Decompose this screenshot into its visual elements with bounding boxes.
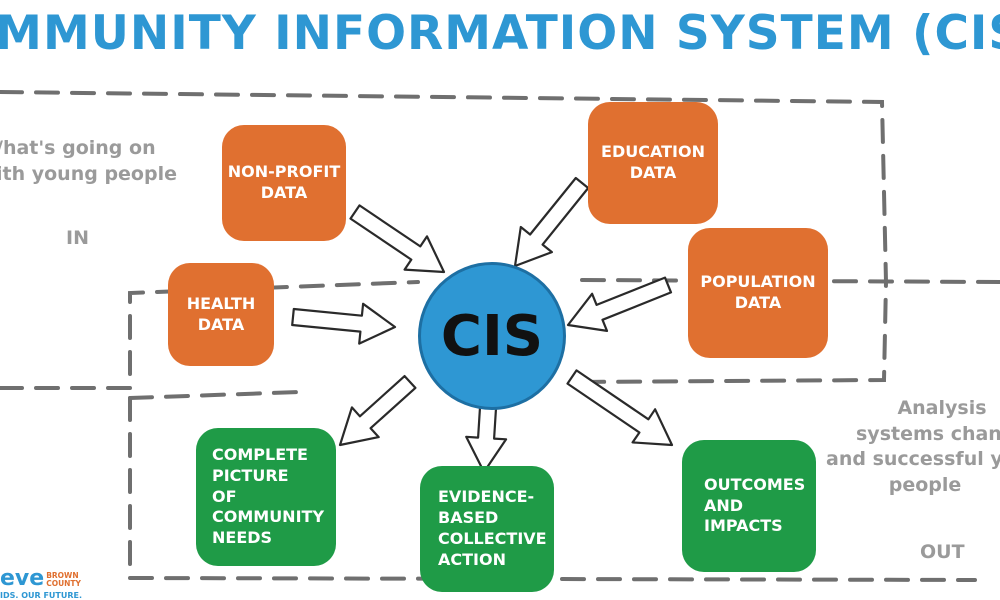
out-label: OUT <box>920 541 965 563</box>
out-note: Analysis systems chan and successful y p… <box>826 397 1000 496</box>
in-note: /hat's going on ith young people <box>0 137 177 185</box>
cis-hub: CIS <box>418 262 566 410</box>
out-region-top-left <box>128 390 302 400</box>
arrow-picture <box>338 375 417 447</box>
in-region-lower-border <box>0 280 420 390</box>
arrow-health <box>291 302 397 345</box>
in-label: IN <box>66 227 89 249</box>
brown-county-logo: eve BROWN COUNTY IDS. OUR FUTURE. <box>0 568 82 600</box>
logo-tagline: IDS. OUR FUTURE. <box>0 591 83 600</box>
out-region-border <box>128 396 977 582</box>
logo-county: BROWN COUNTY <box>46 571 81 589</box>
diagram-title: OMMUNITY INFORMATION SYSTEM (CIS) <box>0 6 1000 61</box>
arrow-nonprofit <box>349 204 446 274</box>
arrow-population <box>566 276 673 332</box>
arrow-outcomes <box>566 369 674 447</box>
logo-word: eve <box>0 566 45 591</box>
arrow-education <box>513 176 590 268</box>
